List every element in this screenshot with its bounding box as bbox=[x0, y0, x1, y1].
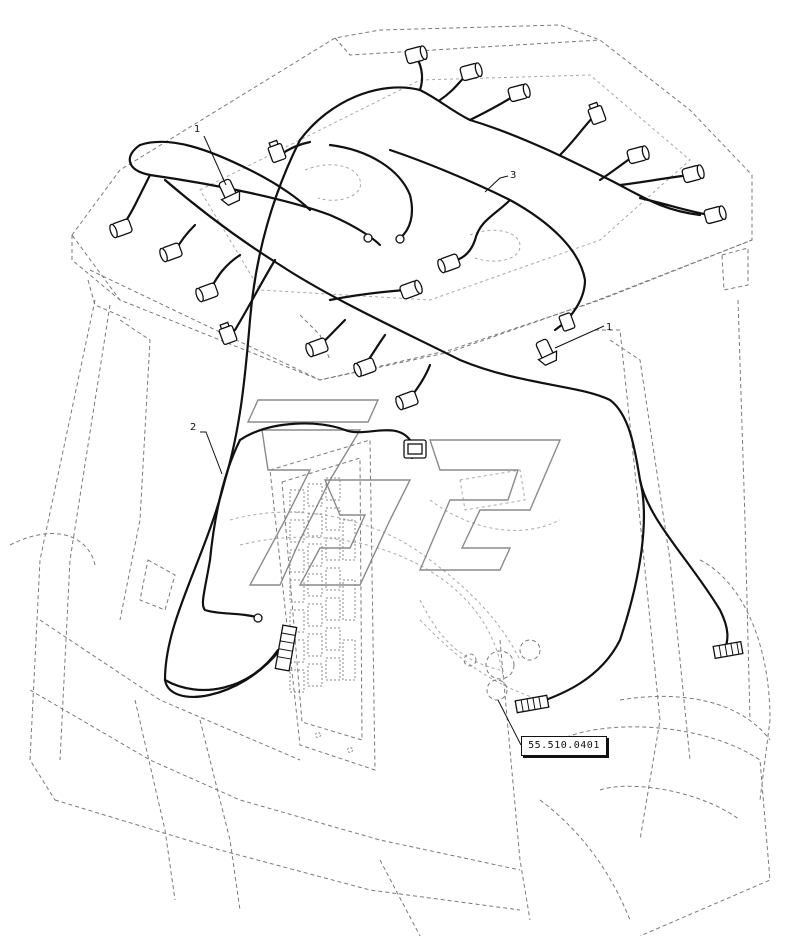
multipin-connector bbox=[274, 624, 298, 672]
callout-1-right: 1 bbox=[606, 322, 612, 333]
callout-2: 2 bbox=[190, 422, 196, 433]
watermark-logo bbox=[246, 399, 562, 586]
roof-harness-front bbox=[120, 140, 729, 704]
flat-connector-right bbox=[712, 640, 744, 660]
connectors bbox=[109, 45, 744, 714]
callout-3: 3 bbox=[510, 170, 516, 181]
lamp-holder-right bbox=[535, 338, 558, 366]
flat-connector-lower bbox=[514, 694, 550, 714]
reference-code-box[interactable]: 55.510.0401 bbox=[521, 736, 607, 756]
lamp-holder-left bbox=[218, 178, 241, 206]
harness-2-connector bbox=[403, 439, 427, 459]
fuse-relay-panel bbox=[269, 439, 376, 771]
cab-frame bbox=[9, 299, 771, 936]
ring-terminal bbox=[253, 233, 405, 623]
leader-lines bbox=[200, 135, 605, 746]
callout-1-left: 1 bbox=[194, 124, 200, 135]
callout-labels: 1 1 2 3 bbox=[190, 124, 612, 433]
